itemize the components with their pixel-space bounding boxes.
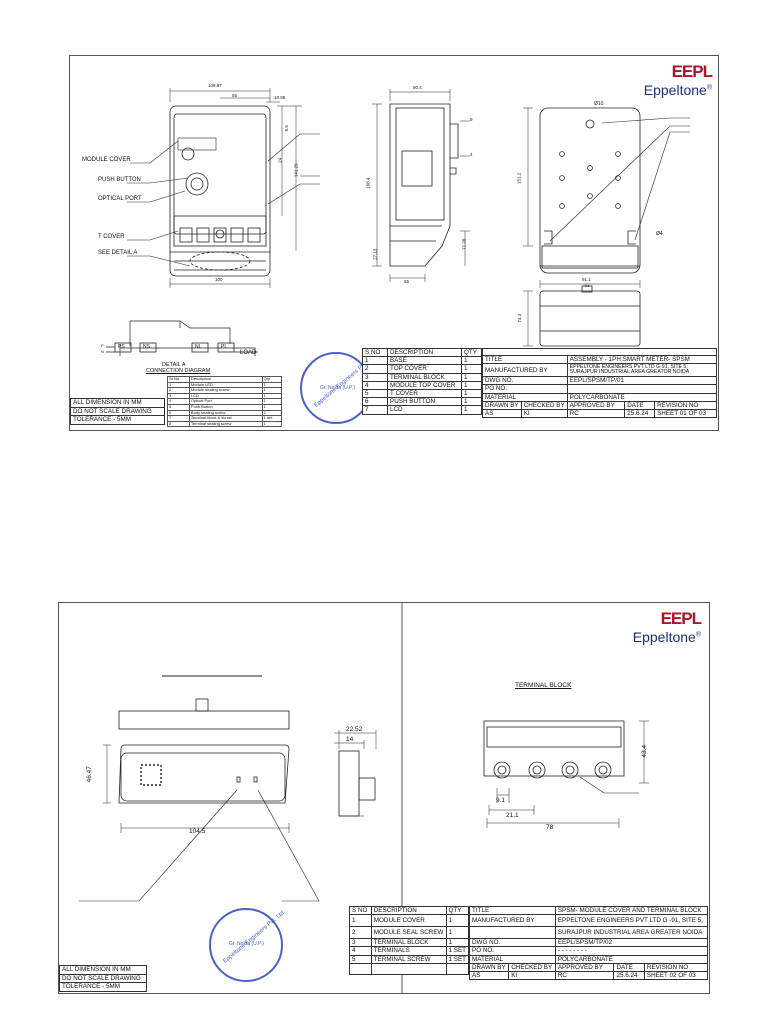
dim-10: 10.95 bbox=[274, 95, 286, 100]
dim-14: 14 bbox=[346, 736, 354, 743]
conn-p: P bbox=[101, 343, 104, 348]
conn-ps: PS bbox=[118, 344, 125, 350]
dim-hole-4: Ø4 bbox=[656, 231, 663, 237]
dim-side-bottom: 65 bbox=[404, 279, 410, 284]
stamp-text: Eppeltone Engineers Pvt. Ltd. bbox=[222, 909, 288, 965]
drawing-sheet-2: EEPL Eppeltone® TERMINAL BLOCK 22.52 14 … bbox=[58, 602, 710, 994]
notes-box-1: ALL DIMENSION IN MM DO NOT SCALE DRAWING… bbox=[70, 398, 165, 425]
terminal-block-title: TERMINAL BLOCK bbox=[515, 682, 572, 689]
stamp-center: Gr. Noida (U.P.) bbox=[320, 385, 355, 391]
dim-22: 22.52 bbox=[346, 726, 363, 733]
dim-46: 46.47 bbox=[85, 766, 93, 783]
stamp-center: Gr. Noida (U.P.) bbox=[229, 941, 264, 947]
front-view-outline bbox=[169, 105, 271, 277]
registered-mark: ® bbox=[706, 84, 712, 92]
dim-side-top: 90.4 bbox=[413, 85, 422, 90]
dim-back-bottom: 91.1 bbox=[582, 277, 591, 282]
brand-name: Eppeltone bbox=[632, 629, 696, 645]
dim-back-height: 151.2 bbox=[516, 172, 522, 184]
label-optical-port: OPTICAL PORT bbox=[98, 196, 142, 202]
back-view-outline bbox=[539, 107, 641, 274]
brand-name: Eppeltone bbox=[643, 82, 707, 98]
conn-ns: NS bbox=[143, 344, 150, 350]
dim-27: 27.13 bbox=[372, 248, 378, 260]
module-cover-top-view bbox=[118, 710, 290, 730]
dim-4: 4 bbox=[470, 152, 473, 157]
module-cover-side-view bbox=[338, 750, 360, 817]
sheet2-drawing bbox=[79, 603, 649, 993]
dim-74: 74.4 bbox=[517, 313, 523, 323]
sheet1-drawing bbox=[106, 88, 690, 356]
dim-top-width: 109.87 bbox=[208, 83, 222, 88]
dim-5: 5.5 bbox=[283, 125, 289, 132]
bottom-view-outline bbox=[539, 290, 641, 347]
dim-104: 104.5 bbox=[189, 828, 206, 835]
side-view-outline bbox=[389, 103, 451, 267]
terminal-pl bbox=[217, 342, 235, 353]
dim-side-height: 168.4 bbox=[365, 177, 371, 189]
brand-logo-2: EEPL Eppeltone® bbox=[627, 609, 702, 645]
drawing-sheet-1: EEPL Eppeltone® MODULE COVER PUSH BUTTON… bbox=[69, 55, 719, 431]
dim-43: 43.4 bbox=[641, 744, 649, 758]
conn-nl: NL bbox=[195, 344, 202, 350]
dim-55: 55 bbox=[232, 93, 238, 98]
dim-71: 71.28 bbox=[461, 238, 467, 250]
terminal-block-view bbox=[483, 720, 625, 777]
dim-hole: Ø10 bbox=[594, 101, 604, 107]
terminal-nl bbox=[191, 342, 209, 353]
terminal-ns bbox=[139, 342, 157, 353]
dim-bw: 91 bbox=[585, 283, 590, 288]
dim-9-1: 9.1 bbox=[496, 797, 506, 804]
label-detail-a: DETAIL A bbox=[162, 362, 186, 368]
conn-n: N bbox=[101, 349, 104, 354]
registered-mark: ® bbox=[695, 631, 701, 639]
eepl-logo: EEPL bbox=[660, 609, 702, 628]
conn-load: LOAD bbox=[240, 350, 257, 356]
dim-21: 21.1 bbox=[506, 812, 519, 819]
dim-78: 78 bbox=[546, 824, 554, 831]
label-see-detail: SEE DETAIL A bbox=[98, 250, 138, 256]
eepl-logo: EEPL bbox=[671, 62, 713, 81]
dim-bottom-100: 100 bbox=[215, 277, 223, 282]
label-connection-diagram: CONNECTION DIAGRAM bbox=[146, 368, 211, 374]
label-t-cover: T COVER bbox=[98, 234, 125, 240]
dim-141: 141.29 bbox=[293, 163, 299, 178]
company-stamp-2: Eppeltone Engineers Pvt. Ltd. Gr. Noida … bbox=[209, 908, 287, 982]
notes-box-2: ALL DIMENSION IN MM DO NOT SCALE DRAWING… bbox=[59, 965, 147, 992]
dim-9: 9 bbox=[470, 117, 473, 122]
dim-24: 24 bbox=[277, 157, 283, 163]
label-push-button: PUSH BUTTON bbox=[98, 177, 141, 183]
push-button-shape bbox=[185, 172, 209, 196]
label-module-cover: MODULE COVER bbox=[82, 157, 131, 163]
brand-logo-1: EEPL Eppeltone® bbox=[642, 62, 713, 98]
module-cover-front-view bbox=[118, 744, 290, 804]
conn-pl: PL bbox=[221, 344, 228, 350]
terminal-ps bbox=[114, 342, 132, 353]
